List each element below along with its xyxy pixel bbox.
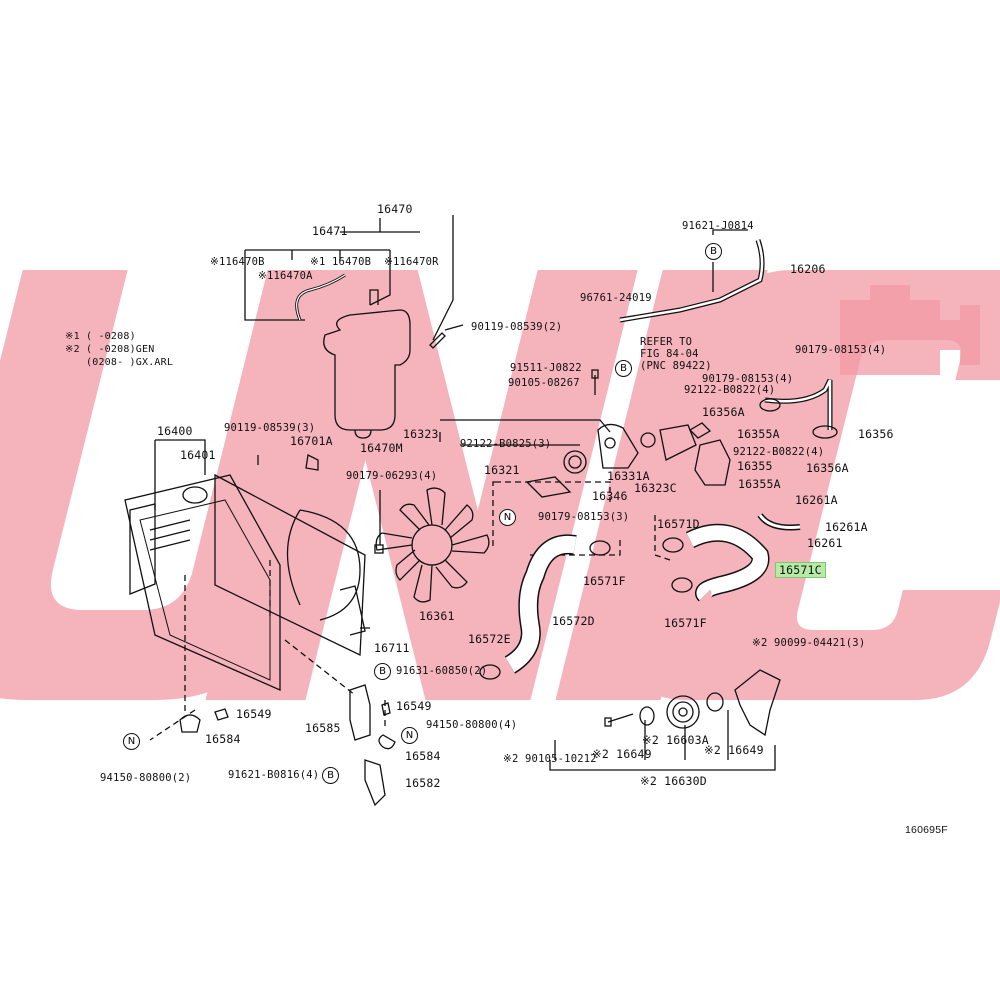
part-16321: 16321 [484,463,520,477]
fan-shroud [214,473,366,657]
part-16585: 16585 [305,721,341,735]
part-16356a-2: 16356A [806,461,849,475]
part-91621-j0814: 91621-J0814 [682,220,754,232]
part-16470m: 16470M [360,441,403,455]
part-16470: 16470 [377,202,413,216]
part-90105-10212: ※2 90105-10212 [503,753,597,765]
part-16584-2: 16584 [405,749,441,763]
part-16582: 16582 [405,776,441,790]
part-16572d: 16572D [552,614,595,628]
part-16571f-1: 16571F [583,574,626,588]
part-16711: 16711 [374,641,410,655]
part-16356a-1: 16356A [702,405,745,419]
diagram-id: 160695F [905,824,948,836]
part-16355a-1: 16355A [737,427,780,441]
part-90105-08267: 90105-08267 [508,377,580,389]
part-94150-80800-2: 94150-80800(2) [100,772,192,784]
part-91511-j0822: 91511-J0822 [510,362,582,374]
marker-n: N [499,509,516,526]
cooling-fan [375,487,490,603]
part-16261a-2: 16261A [825,520,868,534]
note-line2: ※2 ( -0208)GEN [65,344,155,355]
part-16571c-highlighted[interactable]: 16571C [775,562,826,578]
part-16261: 16261 [807,536,843,550]
refer-line1: REFER TO [640,336,693,348]
marker-b: B [705,243,722,260]
part-90179-08153-4a: 90179-08153(4) [795,344,887,356]
part-16470r: ※116470R [384,256,439,268]
reservoir-tank [323,289,411,439]
part-16361: 16361 [419,609,455,623]
radiator [124,474,281,691]
part-16323: 16323 [403,427,439,441]
water-outlet [597,423,697,469]
part-16549-1: 16549 [236,707,272,721]
part-16356: 16356 [858,427,894,441]
part-90179-06293-4: 90179-06293(4) [346,470,438,482]
part-96761-24019: 96761-24019 [580,292,652,304]
part-90119-08539-3: 90119-08539(3) [224,422,316,434]
part-16571f-2: 16571F [664,616,707,630]
part-91621-b0816-4: 91621-B0816(4) [228,769,320,781]
marker-b: B [322,767,339,784]
part-92122-b0822-4b: 92122-B0822(4) [733,446,825,458]
part-16470b-1: ※116470B [210,256,265,268]
part-90179-08153-4b: 90179-08153(4) [702,373,794,385]
part-16323c: 16323C [634,481,677,495]
part-16346: 16346 [592,489,628,503]
refer-line3: (PNC 89422) [640,360,712,372]
part-16261a-1: 16261A [795,493,838,507]
part-16572e: 16572E [468,632,511,646]
marker-b: B [615,360,632,377]
part-16603a: ※2 16603A [642,733,709,747]
part-16584-1: 16584 [205,732,241,746]
part-16630d: ※2 16630D [640,774,707,788]
marker-n: N [401,727,418,744]
part-16471: 16471 [312,224,348,238]
part-90179-08153-3: 90179-08153(3) [538,511,630,523]
part-16331a: 16331A [607,469,650,483]
part-16401: 16401 [180,448,216,462]
part-16649-2: ※2 16649 [704,743,764,757]
part-16206: 16206 [790,262,826,276]
part-16400: 16400 [157,424,193,438]
note-line1: ※1 ( -0208) [65,331,136,342]
part-16355a-2: 16355A [738,477,781,491]
part-92122-b0822-4a: 92122-B0822(4) [684,384,776,396]
part-16549-2: 16549 [396,699,432,713]
refer-line2: FIG 84-04 [640,348,699,360]
part-16355: 16355 [737,459,773,473]
part-91631-60850-2: 91631-60850(2) [396,665,488,677]
part-94150-80800-4: 94150-80800(4) [426,719,518,731]
part-16470b-2: ※1 16470B [310,256,372,268]
part-92122-b0825-3: 92122-B0825(3) [460,438,552,450]
part-16470a: ※116470A [258,270,313,282]
marker-n: N [123,733,140,750]
thermostat-housing [688,422,731,486]
part-90119-08539-2: 90119-08539(2) [471,321,563,333]
part-16649-1: ※2 16649 [592,747,652,761]
note-line3: (0208- )GX.ARL [86,357,174,368]
marker-b: B [374,663,391,680]
part-90099-04421-3: ※2 90099-04421(3) [752,637,866,649]
part-16571d: 16571D [657,517,700,531]
part-16701a: 16701A [290,434,333,448]
